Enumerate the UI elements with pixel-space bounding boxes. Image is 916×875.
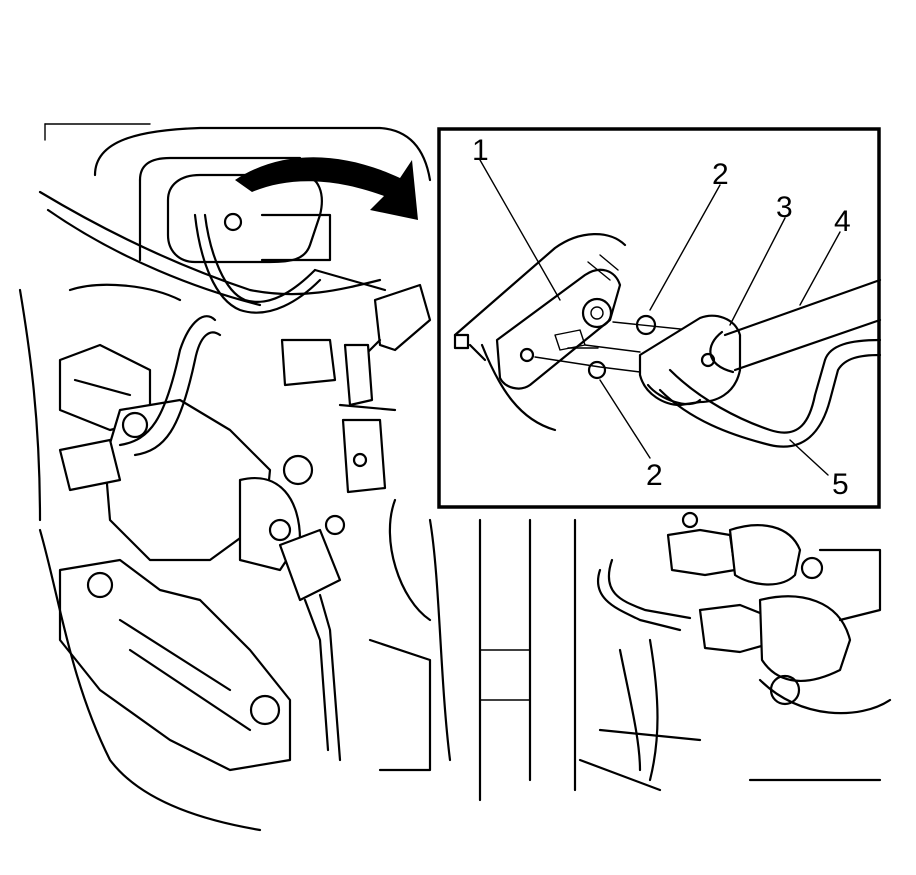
callout-3: 3	[776, 191, 793, 224]
engine-bay-background	[18, 123, 892, 832]
callout-2-bottom: 2	[646, 459, 663, 492]
callout-2-top: 2	[712, 158, 729, 191]
callout-1: 1	[472, 134, 489, 167]
callout-4: 4	[834, 205, 851, 238]
detail-inset: 1 2 3 4 2 5	[437, 127, 882, 509]
callout-5: 5	[832, 468, 849, 501]
